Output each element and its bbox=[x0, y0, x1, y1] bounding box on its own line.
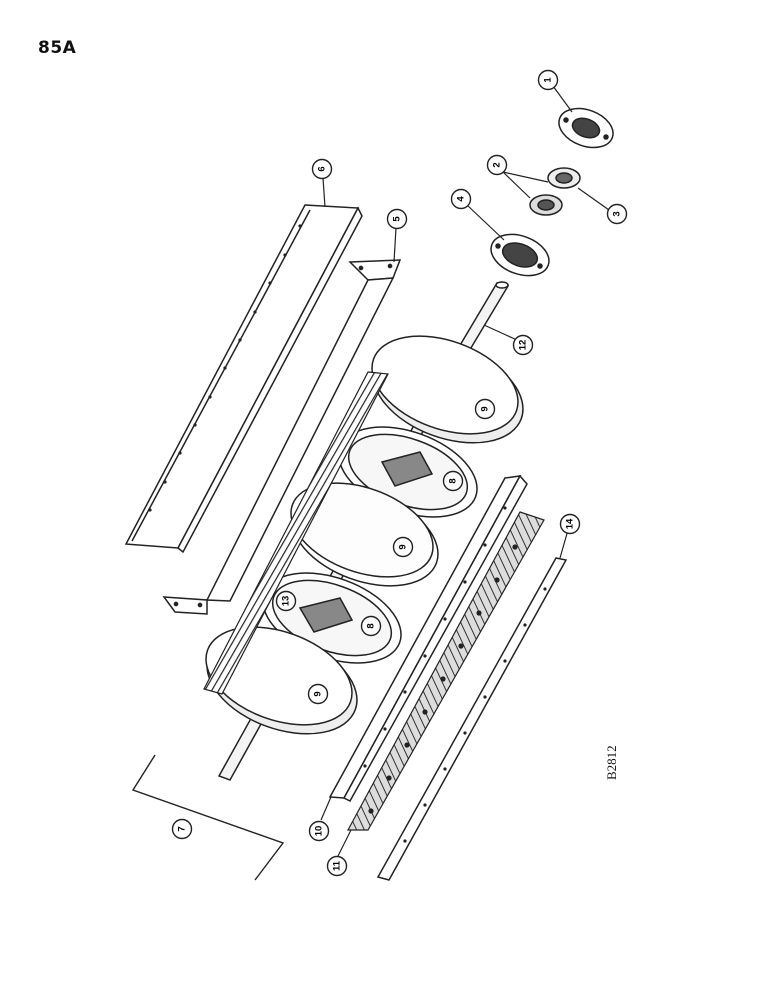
part-1-flange-housing bbox=[558, 107, 614, 149]
page-number: 85A bbox=[38, 38, 77, 58]
svg-text:12: 12 bbox=[518, 340, 529, 351]
svg-text:7: 7 bbox=[177, 826, 188, 831]
svg-text:9: 9 bbox=[313, 691, 324, 696]
part-7-bracket-line bbox=[131, 754, 285, 881]
svg-text:3: 3 bbox=[612, 211, 623, 216]
svg-text:13: 13 bbox=[281, 596, 292, 607]
callout-13: 13 bbox=[275, 590, 297, 612]
callout-4: 4 bbox=[450, 188, 472, 210]
part-11-rubber-flights bbox=[346, 511, 545, 831]
callout-9-middle: 9 bbox=[392, 536, 414, 558]
svg-text:11: 11 bbox=[332, 860, 343, 871]
svg-text:1: 1 bbox=[543, 77, 554, 83]
callout-9-bottom: 9 bbox=[307, 683, 329, 705]
callout-14: 14 bbox=[559, 513, 581, 535]
callout-10: 10 bbox=[308, 820, 330, 842]
svg-text:8: 8 bbox=[366, 623, 377, 628]
svg-text:14: 14 bbox=[565, 518, 576, 529]
part-3-bearing-race bbox=[547, 167, 581, 189]
callout-1: 1 bbox=[537, 69, 559, 91]
part-14-backing-strip bbox=[376, 557, 568, 881]
svg-text:5: 5 bbox=[392, 216, 403, 222]
callout-12: 12 bbox=[512, 334, 534, 356]
svg-text:6: 6 bbox=[317, 166, 328, 171]
rotor-brush-strip bbox=[203, 371, 389, 695]
callout-3: 3 bbox=[606, 203, 628, 225]
callout-2: 2 bbox=[486, 154, 508, 176]
callout-8-lower: 8 bbox=[360, 615, 382, 637]
callout-11: 11 bbox=[326, 855, 348, 877]
callout-8-upper: 8 bbox=[442, 470, 464, 492]
callout-9-top: 9 bbox=[474, 398, 496, 420]
callout-6: 6 bbox=[311, 158, 333, 180]
svg-text:2: 2 bbox=[492, 162, 503, 167]
part-4-flange bbox=[490, 233, 550, 277]
part-10-flight-bar bbox=[328, 474, 528, 802]
svg-text:8: 8 bbox=[448, 478, 459, 483]
svg-text:4: 4 bbox=[456, 196, 467, 202]
leader-lines bbox=[320, 85, 610, 859]
part-2-bearing bbox=[529, 194, 563, 216]
svg-text:9: 9 bbox=[480, 406, 491, 411]
part-6-angle-channel bbox=[124, 204, 363, 554]
part-5-bracket-strip bbox=[162, 259, 402, 615]
callout-7: 7 bbox=[171, 818, 193, 840]
svg-text:9: 9 bbox=[398, 544, 409, 549]
callout-5: 5 bbox=[386, 208, 408, 230]
svg-text:10: 10 bbox=[314, 826, 325, 837]
callout-markers: 1 2 3 4 5 6 7 8 8 9 9 9 10 11 12 13 14 bbox=[171, 69, 628, 877]
